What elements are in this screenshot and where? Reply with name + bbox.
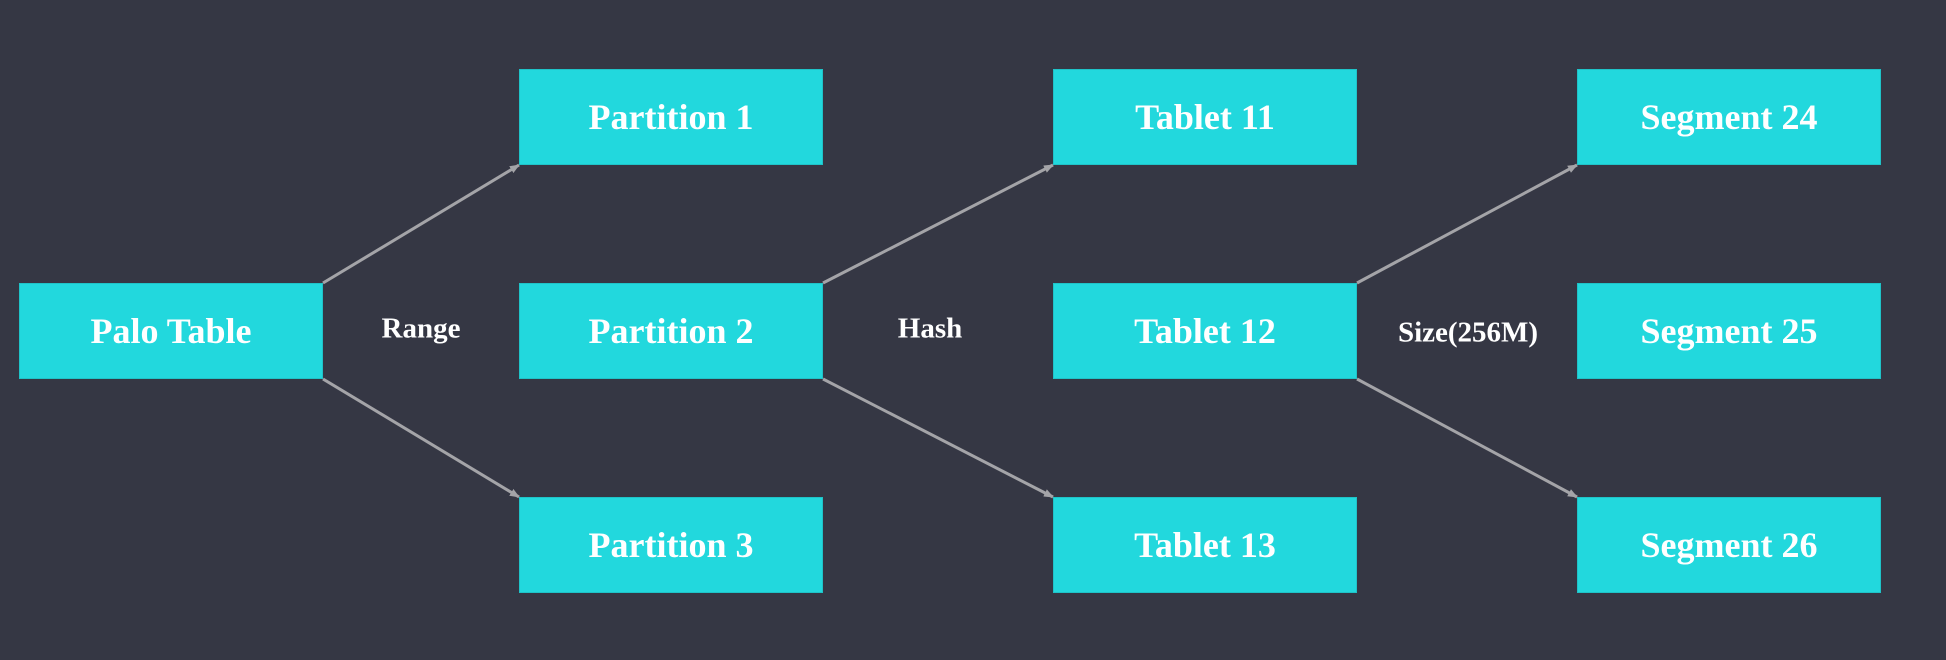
node-partition-2: Partition 2: [519, 283, 823, 379]
edge-tablet-12-to-segment-24: [1356, 163, 1578, 285]
edge-label-hash: Hash: [897, 312, 963, 345]
node-segment-26: Segment 26: [1577, 497, 1881, 593]
edge-partition-2-to-tablet-13: [822, 377, 1054, 499]
node-tablet-12: Tablet 12: [1053, 283, 1357, 379]
edge-palo-table-to-partition-1: [322, 163, 520, 285]
node-segment-24: Segment 24: [1577, 69, 1881, 165]
node-segment-25: Segment 25: [1577, 283, 1881, 379]
node-partition-3: Partition 3: [519, 497, 823, 593]
edge-tablet-12-to-segment-26: [1356, 377, 1578, 499]
node-partition-1: Partition 1: [519, 69, 823, 165]
node-tablet-11: Tablet 11: [1053, 69, 1357, 165]
edge-partition-2-to-tablet-11: [822, 163, 1054, 285]
node-tablet-13: Tablet 13: [1053, 497, 1357, 593]
edge-label-size: Size(256M): [1397, 316, 1539, 349]
edge-label-range: Range: [381, 312, 461, 345]
node-palo-table: Palo Table: [19, 283, 323, 379]
edge-palo-table-to-partition-3: [322, 377, 520, 499]
